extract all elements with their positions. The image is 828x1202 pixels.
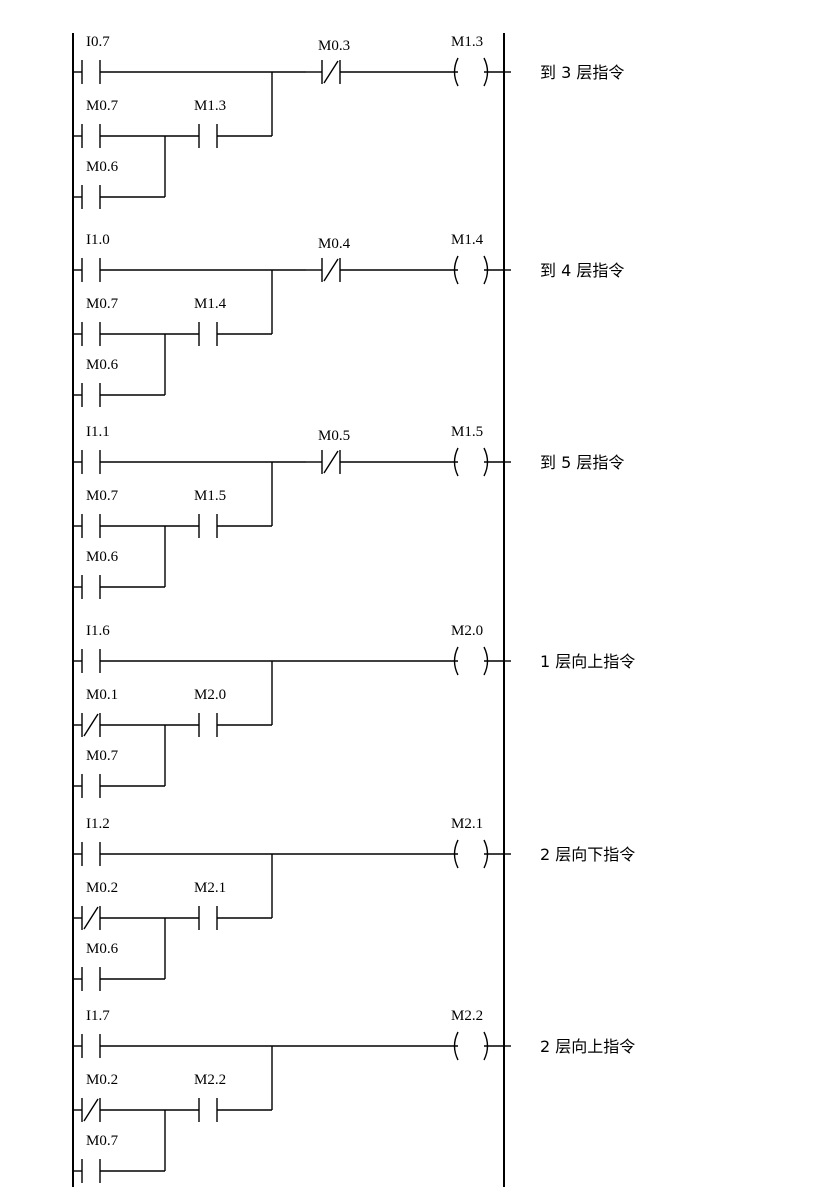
hold-contact-label: M2.0 — [194, 687, 226, 703]
hold-contact-label: M1.3 — [194, 98, 226, 114]
branch-contact-label: M0.1 — [86, 687, 118, 703]
parallel-contact — [81, 185, 101, 209]
start-contact — [81, 450, 101, 474]
nc-slash — [323, 258, 339, 282]
coil-left-arc — [453, 646, 459, 676]
interlock-contact — [321, 450, 341, 474]
nc-slash — [323, 450, 339, 474]
hold-contact-label: M2.1 — [194, 880, 226, 896]
hold-contact — [198, 322, 218, 346]
start-contact — [81, 258, 101, 282]
interlock-contact-label: M0.3 — [318, 38, 350, 54]
parallel-contact-label: M0.6 — [86, 549, 119, 565]
rung-comment: 到 4 层指令 — [540, 261, 624, 280]
rung-comment: 1 层向上指令 — [540, 652, 635, 671]
hold-contact — [198, 713, 218, 737]
start-contact-label: I1.2 — [86, 816, 110, 832]
parallel-contact — [81, 383, 101, 407]
start-contact-label: I0.7 — [86, 34, 110, 50]
branch-contact-label: M0.2 — [86, 1072, 118, 1088]
start-contact-label: I1.7 — [86, 1008, 110, 1024]
interlock-contact-label: M0.4 — [318, 236, 351, 252]
start-contact — [81, 1034, 101, 1058]
branch-contact — [81, 514, 101, 538]
parallel-contact-label: M0.6 — [86, 357, 119, 373]
coil-label: M2.1 — [451, 816, 483, 832]
parallel-contact-label: M0.7 — [86, 1133, 119, 1149]
start-contact — [81, 649, 101, 673]
start-contact — [81, 60, 101, 84]
hold-contact — [198, 124, 218, 148]
parallel-contact — [81, 1159, 101, 1183]
hold-contact — [198, 1098, 218, 1122]
interlock-contact-label: M0.5 — [318, 428, 350, 444]
interlock-contact — [321, 258, 341, 282]
coil-label: M1.4 — [451, 232, 484, 248]
parallel-contact — [81, 967, 101, 991]
nc-slash — [83, 713, 99, 737]
hold-contact — [198, 514, 218, 538]
coil-symbol — [453, 646, 489, 676]
coil-symbol — [453, 839, 489, 869]
coil-left-arc — [453, 57, 459, 87]
branch-contact — [81, 124, 101, 148]
rung-comment: 2 层向下指令 — [540, 845, 635, 864]
nc-branch-contact — [81, 906, 101, 930]
parallel-contact — [81, 774, 101, 798]
coil-label: M2.0 — [451, 623, 483, 639]
parallel-contact-label: M0.6 — [86, 159, 119, 175]
start-contact-label: I1.1 — [86, 424, 110, 440]
rung-comment: 到 5 层指令 — [540, 453, 624, 472]
nc-branch-contact — [81, 713, 101, 737]
hold-contact — [198, 906, 218, 930]
coil-symbol — [453, 255, 489, 285]
branch-contact — [81, 322, 101, 346]
coil-left-arc — [453, 255, 459, 285]
hold-contact-label: M1.4 — [194, 296, 227, 312]
parallel-contact — [81, 575, 101, 599]
nc-slash — [83, 1098, 99, 1122]
parallel-contact-label: M0.7 — [86, 748, 119, 764]
coil-left-arc — [453, 447, 459, 477]
branch-contact-label: M0.7 — [86, 98, 119, 114]
coil-left-arc — [453, 839, 459, 869]
branch-contact-label: M0.7 — [86, 488, 119, 504]
start-contact — [81, 842, 101, 866]
start-contact-label: I1.6 — [86, 623, 110, 639]
coil-label: M1.5 — [451, 424, 483, 440]
coil-label: M2.2 — [451, 1008, 483, 1024]
branch-contact-label: M0.7 — [86, 296, 119, 312]
parallel-contact-label: M0.6 — [86, 941, 119, 957]
interlock-contact — [321, 60, 341, 84]
nc-slash — [323, 60, 339, 84]
coil-symbol — [453, 57, 489, 87]
rung-comment: 2 层向上指令 — [540, 1037, 635, 1056]
nc-slash — [83, 906, 99, 930]
rung-comment: 到 3 层指令 — [540, 63, 624, 82]
start-contact-label: I1.0 — [86, 232, 110, 248]
coil-symbol — [453, 447, 489, 477]
coil-symbol — [453, 1031, 489, 1061]
hold-contact-label: M2.2 — [194, 1072, 226, 1088]
nc-branch-contact — [81, 1098, 101, 1122]
coil-label: M1.3 — [451, 34, 483, 50]
coil-left-arc — [453, 1031, 459, 1061]
hold-contact-label: M1.5 — [194, 488, 226, 504]
branch-contact-label: M0.2 — [86, 880, 118, 896]
